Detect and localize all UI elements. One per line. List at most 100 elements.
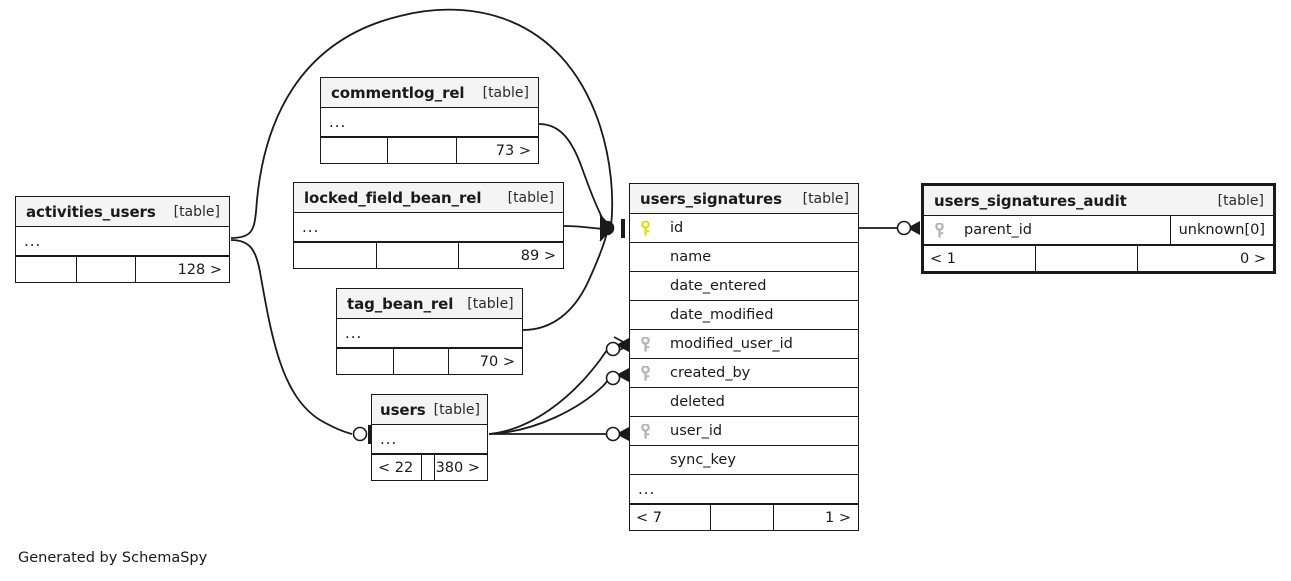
table-type-tag: [table] — [802, 190, 849, 207]
column-row-created-by[interactable]: created_by — [630, 359, 858, 388]
footer-children-count: 0 > — [1240, 250, 1266, 267]
table-footer: < 1 0 > — [924, 245, 1273, 271]
marker-many-user-id — [605, 426, 629, 442]
table-footer: 70 > — [337, 348, 522, 374]
foreign-key-icon — [630, 417, 660, 445]
column-row-deleted[interactable]: deleted — [630, 388, 858, 417]
marker-many-created-by — [605, 368, 629, 386]
column-name: parent_id — [964, 222, 1033, 238]
footer-parents-count — [16, 257, 76, 282]
footer-children-count: 73 > — [495, 142, 531, 159]
table-row-more[interactable]: ... — [630, 475, 858, 504]
table-header: users_signatures_audit [table] — [924, 186, 1273, 216]
footer-parents-count — [294, 243, 376, 268]
table-footer: < 7 1 > — [630, 504, 858, 530]
table-type-tag: [table] — [467, 295, 514, 312]
table-commentlog-rel[interactable]: commentlog_rel [table] ... 73 > — [320, 77, 539, 164]
table-title: activities_users — [26, 202, 156, 221]
footer-parents-count: < 1 — [930, 250, 956, 267]
table-title: commentlog_rel — [331, 83, 465, 102]
no-key-spacer — [630, 301, 660, 329]
footer-middle-cell — [76, 257, 136, 282]
footer-middle-cell — [393, 349, 449, 374]
column-name: date_entered — [670, 278, 767, 294]
column-row-name[interactable]: name — [630, 243, 858, 272]
footer-children-count: 89 > — [520, 247, 556, 264]
table-users-signatures-audit[interactable]: users_signatures_audit [table] parent_id… — [921, 183, 1276, 274]
table-title: locked_field_bean_rel — [304, 188, 482, 207]
column-name: deleted — [670, 394, 725, 410]
column-name: id — [670, 220, 684, 236]
column-row-user-id[interactable]: user_id — [630, 417, 858, 446]
footer-parents-count: < 22 — [378, 459, 414, 476]
marker-many-modified-user-id — [605, 336, 630, 357]
column-row-sync-key[interactable]: sync_key — [630, 446, 858, 475]
table-title: tag_bean_rel — [347, 294, 454, 313]
table-type-tag: [table] — [507, 189, 554, 206]
column-name: name — [670, 249, 712, 265]
footer-middle-cell — [421, 455, 435, 480]
footer-middle-cell — [1035, 246, 1138, 271]
table-header: users_signatures [table] — [630, 184, 858, 214]
table-locked-field-bean-rel[interactable]: locked_field_bean_rel [table] ... 89 > — [293, 182, 564, 269]
marker-one-users-left — [352, 425, 372, 444]
table-footer: 128 > — [16, 256, 229, 282]
footer-middle-cell — [387, 138, 457, 163]
no-key-spacer — [630, 446, 660, 474]
edge-activities-users-to-users — [230, 239, 353, 435]
footer-children-count: 1 > — [825, 509, 851, 526]
foreign-key-icon — [630, 359, 660, 387]
table-header: tag_bean_rel [table] — [337, 289, 522, 319]
column-datatype: unknown[0] — [1169, 216, 1273, 244]
table-header: activities_users [table] — [16, 197, 229, 227]
column-row-date-entered[interactable]: date_entered — [630, 272, 858, 301]
edge-locked-field-bean-rel-to-users-signatures — [563, 225, 603, 230]
column-name: sync_key — [670, 452, 736, 468]
marker-one-users-signatures-id — [599, 214, 625, 242]
table-footer: 89 > — [294, 242, 563, 268]
edge-users-to-created-by — [488, 377, 610, 435]
column-row-date-modified[interactable]: date_modified — [630, 301, 858, 330]
column-row-parent-id[interactable]: parent_id unknown[0] — [924, 216, 1273, 245]
footer-parents-count — [321, 138, 387, 163]
foreign-key-icon — [924, 216, 954, 244]
table-type-tag: [table] — [433, 401, 480, 418]
primary-key-icon — [630, 214, 660, 242]
column-name: date_modified — [670, 307, 774, 323]
table-activities-users[interactable]: activities_users [table] ... 128 > — [15, 196, 230, 283]
column-name: created_by — [670, 365, 751, 381]
footer-parents-count — [337, 349, 393, 374]
footer-children-count: 70 > — [479, 353, 515, 370]
no-key-spacer — [630, 272, 660, 300]
table-row[interactable]: ... — [372, 425, 487, 454]
footer-middle-cell — [376, 243, 459, 268]
table-row[interactable]: ... — [16, 227, 229, 256]
column-row-modified-user-id[interactable]: modified_user_id — [630, 330, 858, 359]
foreign-key-icon — [630, 330, 660, 358]
footer-parents-count: < 7 — [636, 509, 662, 526]
footer-children-count: 128 > — [177, 261, 222, 278]
column-name: modified_user_id — [670, 336, 793, 352]
table-header: commentlog_rel [table] — [321, 78, 538, 108]
table-row[interactable]: ... — [337, 319, 522, 348]
column-row-id[interactable]: id — [630, 214, 858, 243]
footer-middle-cell — [710, 505, 774, 530]
table-footer: 73 > — [321, 137, 538, 163]
table-users-signatures[interactable]: users_signatures [table] id name date_en… — [629, 183, 859, 531]
table-tag-bean-rel[interactable]: tag_bean_rel [table] ... 70 > — [336, 288, 523, 375]
marker-many-audit-parent-id — [896, 220, 920, 236]
table-row[interactable]: ... — [321, 108, 538, 137]
table-header: users [table] — [372, 395, 487, 425]
table-type-tag: [table] — [1217, 192, 1264, 209]
table-type-tag: [table] — [173, 203, 220, 220]
table-footer: < 22 380 > — [372, 454, 487, 480]
generator-credit: Generated by SchemaSpy — [18, 550, 208, 566]
table-header: locked_field_bean_rel [table] — [294, 183, 563, 213]
table-row[interactable]: ... — [294, 213, 563, 242]
no-key-spacer — [630, 388, 660, 416]
column-name: user_id — [670, 423, 723, 439]
table-users[interactable]: users [table] ... < 22 380 > — [371, 394, 488, 481]
table-type-tag: [table] — [482, 84, 529, 101]
footer-children-count: 380 > — [435, 459, 480, 476]
